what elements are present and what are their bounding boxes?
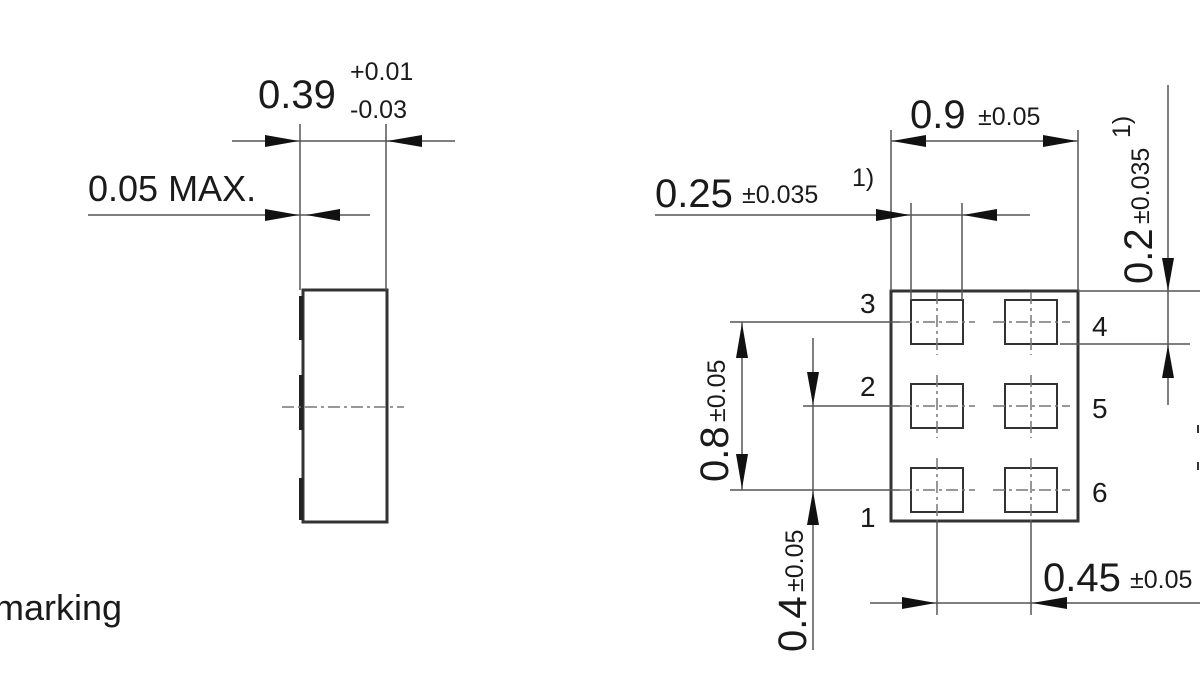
row-span-value: 0.8 — [693, 426, 737, 482]
pad-height-tol: ±0.035 — [1127, 148, 1155, 224]
pin-labels: 1 2 3 4 5 6 — [860, 288, 1108, 533]
width-value: 0.9 — [910, 93, 966, 137]
arrow-up-icon — [1162, 345, 1174, 378]
arrow-left-icon — [1032, 597, 1067, 609]
row-pitch-value: 0.4 — [771, 596, 815, 652]
pin-label-6: 6 — [1092, 477, 1108, 508]
standoff-value: 0.05 MAX. — [88, 168, 256, 209]
row-pitch-tol: ±0.05 — [781, 530, 809, 592]
col-pitch-tol: ±0.05 — [1130, 566, 1192, 594]
arrow-right-icon — [265, 209, 299, 221]
arrow-right-icon — [876, 209, 910, 221]
row-pitch-dimension: 0.4 ±0.05 — [771, 338, 900, 652]
thickness-tol-minus: -0.03 — [350, 96, 407, 124]
arrow-left-icon — [963, 209, 997, 221]
pad-height-value: 0.2 — [1117, 228, 1161, 284]
row-span-dimension: 0.8 ±0.05 — [693, 321, 900, 491]
pad-height-dimension: 0.2 ±0.035 1) — [1060, 85, 1200, 470]
thickness-tol-plus: +0.01 — [350, 58, 413, 86]
thickness-value: 0.39 — [258, 73, 336, 117]
pad-width-note: 1) — [852, 164, 874, 192]
pad-width-tol: ±0.035 — [742, 181, 818, 209]
arrow-up-icon — [736, 323, 748, 358]
pad-centerlines — [900, 292, 1070, 520]
pad-height-note: 1) — [1108, 116, 1136, 138]
pad-width-value: 0.25 — [655, 172, 733, 216]
col-pitch-value: 0.45 — [1043, 556, 1121, 600]
arrow-left-icon — [387, 135, 422, 147]
row-span-tol: ±0.05 — [703, 360, 731, 422]
arrow-left-icon — [892, 135, 926, 147]
marking-label: marking — [0, 587, 122, 628]
pin-label-2: 2 — [860, 371, 876, 402]
side-view: 0.39 +0.01 -0.03 0.05 MAX. marking — [0, 58, 455, 628]
pin-label-4: 4 — [1092, 311, 1108, 342]
arrow-right-icon — [902, 597, 936, 609]
arrow-down-icon — [1162, 258, 1174, 291]
arrow-left-icon — [306, 209, 340, 221]
standoff-dimension: 0.05 MAX. — [88, 168, 370, 221]
width-dimension: 0.9 ±0.05 — [890, 93, 1079, 291]
col-pitch-dimension: 0.45 ±0.05 — [870, 520, 1200, 615]
side-body-outline — [301, 288, 389, 524]
thickness-dimension: 0.39 +0.01 -0.03 — [232, 58, 455, 290]
arrow-up-icon — [807, 491, 819, 525]
width-tol: ±0.05 — [978, 103, 1040, 131]
pin-label-3: 3 — [860, 288, 876, 319]
pin-label-5: 5 — [1092, 393, 1108, 424]
pin-label-1: 1 — [860, 502, 876, 533]
arrow-down-icon — [736, 454, 748, 489]
arrow-right-icon — [265, 135, 299, 147]
pad-width-dimension: 0.25 ±0.035 1) — [655, 164, 1030, 300]
arrow-right-icon — [1043, 135, 1077, 147]
top-view: 1 2 3 4 5 6 0.9 ±0.05 0.25 ±0.035 1) — [655, 85, 1200, 652]
arrow-down-icon — [807, 372, 819, 405]
